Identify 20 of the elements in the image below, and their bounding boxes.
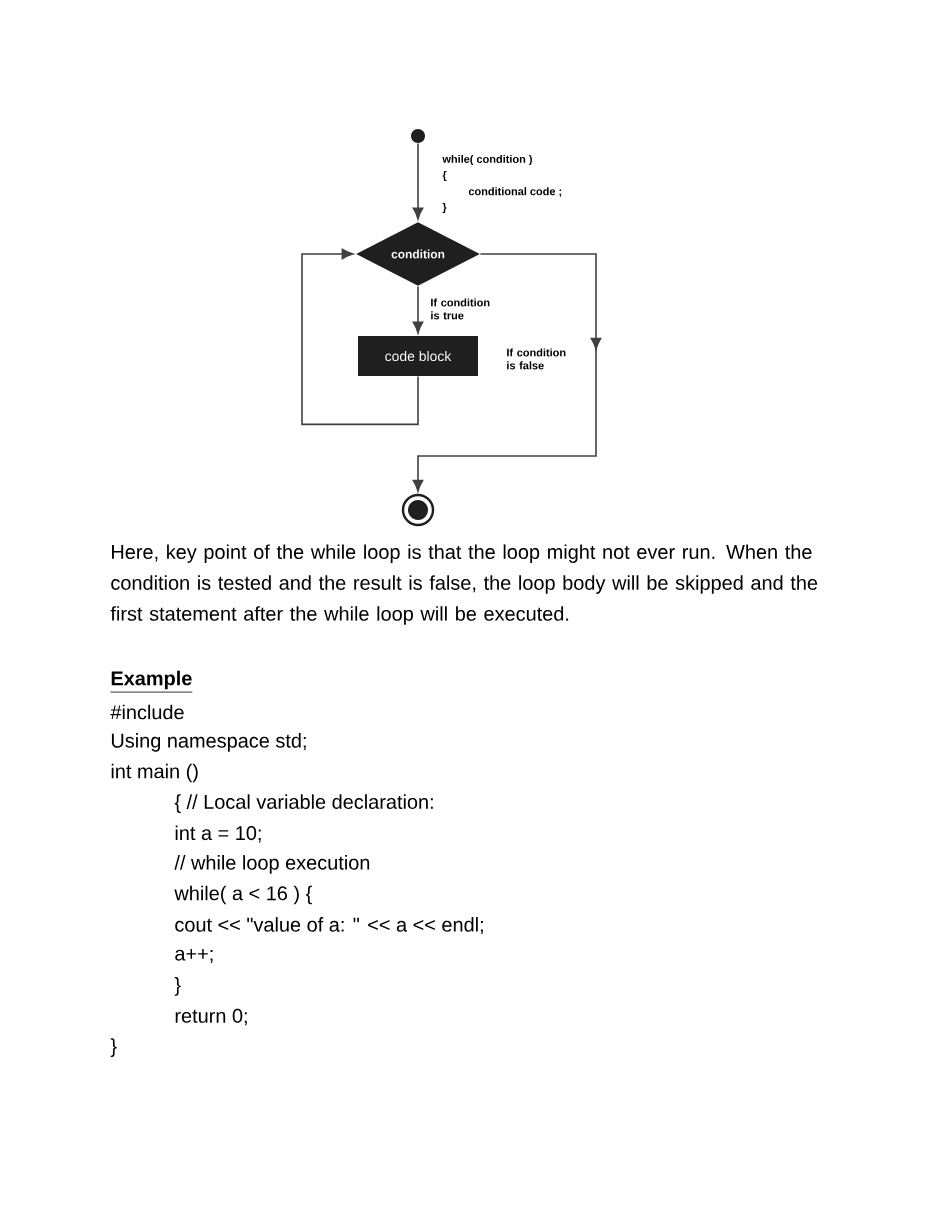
code-line: int a = 10;: [175, 825, 261, 843]
code-line: }: [110, 1038, 117, 1057]
code-line: int main (): [111, 763, 198, 783]
arrow: [412, 253, 602, 492]
start-circle: [411, 129, 425, 143]
code-line: // while loop execution: [174, 855, 370, 874]
code-line: Using namespace std;: [111, 733, 306, 752]
code-line: #include: [110, 704, 184, 720]
arrow: [412, 285, 424, 334]
heading: Example: [110, 670, 193, 693]
code-line: cout << "value of a: " << a << endl;: [175, 917, 483, 935]
arrow: [412, 142, 424, 220]
code-line: }: [174, 977, 181, 996]
arrow: [301, 248, 419, 426]
end-circle: [401, 493, 435, 527]
paragraph: Here, key point of the while loop is that the loop might not ever run. When the condition is tested and the result is false, the loop body will be skipped and the first statement after the while loop will be executed.: [110, 544, 818, 625]
code-line: while( a < 16 ) {: [174, 885, 312, 905]
code-line: { // Local variable declaration:: [174, 794, 433, 813]
code-line: return 0;: [175, 1008, 247, 1026]
code-line: a++;: [175, 949, 213, 964]
